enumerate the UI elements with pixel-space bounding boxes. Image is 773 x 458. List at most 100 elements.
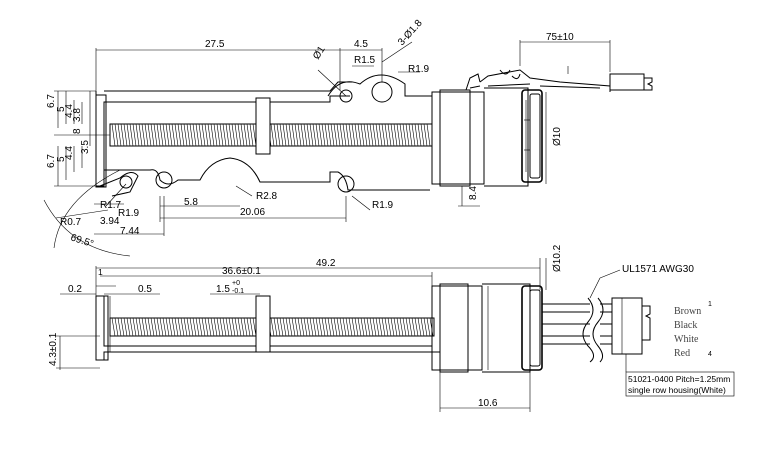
thread-line — [399, 123, 404, 147]
thread-line — [387, 317, 392, 337]
thread-line — [114, 123, 119, 147]
dim-3-8: 3.8 — [72, 108, 83, 122]
thread-line — [372, 123, 377, 147]
thread-line — [357, 123, 362, 147]
thread-line — [126, 317, 131, 337]
bottom-view — [56, 258, 651, 412]
thread-line — [309, 317, 314, 337]
dim-r1-5: R1.5 — [354, 55, 376, 66]
thread-line — [174, 123, 179, 147]
dim-20-06: 20.06 — [240, 207, 265, 218]
thread-line — [339, 123, 344, 147]
thread-line — [330, 123, 335, 147]
dim-3-94: 3.94 — [100, 216, 120, 227]
thread-line — [213, 123, 218, 147]
thread-line — [132, 123, 137, 147]
dim-dia-10-2: Ø10.2 — [552, 244, 563, 272]
thread-line — [291, 317, 296, 337]
dim-27-5: 27.5 — [205, 39, 225, 50]
thread-line — [342, 123, 347, 147]
thread-line — [204, 123, 209, 147]
thread-line — [237, 123, 242, 147]
thread-line — [228, 123, 233, 147]
screw-threads-top — [111, 123, 431, 147]
thread-line — [285, 317, 290, 337]
thread-line — [426, 123, 431, 147]
thread-line — [321, 317, 326, 337]
thread-line — [219, 123, 224, 147]
thread-line — [360, 317, 365, 337]
thread-line — [381, 317, 386, 337]
dim-5-a: 5 — [56, 106, 67, 112]
thread-line — [285, 123, 290, 147]
thread-line — [177, 123, 182, 147]
thread-line — [276, 123, 281, 147]
thread-line — [384, 317, 389, 337]
thread-line — [222, 123, 227, 147]
thread-line — [231, 317, 236, 337]
thread-line — [408, 123, 413, 147]
thread-line — [384, 123, 389, 147]
thread-line — [333, 317, 338, 337]
thread-line — [279, 317, 284, 337]
thread-line — [228, 317, 233, 337]
thread-line — [339, 317, 344, 337]
dim-3-5: 3.5 — [80, 140, 91, 154]
thread-line — [168, 123, 173, 147]
thread-line — [381, 123, 386, 147]
dim-4-3: 4.3±0.1 — [48, 332, 59, 366]
thread-line — [423, 317, 428, 337]
thread-line — [324, 317, 329, 337]
thread-line — [282, 123, 287, 147]
dim-10-6: 10.6 — [478, 398, 498, 409]
thread-line — [387, 123, 392, 147]
wire-white: White — [674, 334, 699, 345]
thread-line — [306, 123, 311, 147]
pin-1: 1 — [708, 301, 712, 308]
thread-line — [165, 317, 170, 337]
thread-line — [171, 317, 176, 337]
dim-r2-8: R2.8 — [256, 191, 278, 202]
dim-0-5: 0.5 — [138, 284, 152, 295]
thread-line — [165, 123, 170, 147]
thread-line — [204, 317, 209, 337]
thread-line — [249, 123, 254, 147]
thread-line — [216, 123, 221, 147]
thread-line — [306, 317, 311, 337]
thread-line — [150, 123, 155, 147]
thread-line — [144, 317, 149, 337]
dim-7-44: 7.44 — [120, 226, 140, 237]
thread-line — [348, 123, 353, 147]
thread-line — [198, 317, 203, 337]
thread-line — [351, 123, 356, 147]
thread-line — [300, 123, 305, 147]
dim-6-7-b: 6.7 — [46, 154, 57, 168]
thread-line — [210, 123, 215, 147]
thread-line — [156, 123, 161, 147]
dim-4-5: 4.5 — [354, 39, 368, 50]
thread-line — [390, 317, 395, 337]
wire-brown: Brown — [674, 306, 701, 317]
dim-1-5: 1.5 — [216, 284, 230, 295]
thread-line — [366, 123, 371, 147]
thread-line — [183, 123, 188, 147]
thread-line — [111, 123, 116, 147]
thread-line — [297, 317, 302, 337]
thread-line — [393, 317, 398, 337]
thread-line — [294, 317, 299, 337]
thread-line — [144, 123, 149, 147]
thread-line — [243, 123, 248, 147]
dim-r1-9-mid: R1.9 — [118, 208, 140, 219]
pin-4: 4 — [708, 351, 712, 358]
thread-line — [162, 317, 167, 337]
dim-dia-1: Ø1 — [311, 44, 328, 62]
thread-line — [354, 317, 359, 337]
thread-line — [327, 123, 332, 147]
thread-line — [375, 317, 380, 337]
thread-line — [294, 123, 299, 147]
dim-r1-9-bot: R1.9 — [372, 200, 394, 211]
thread-line — [378, 317, 383, 337]
thread-line — [288, 123, 293, 147]
thread-line — [375, 123, 380, 147]
